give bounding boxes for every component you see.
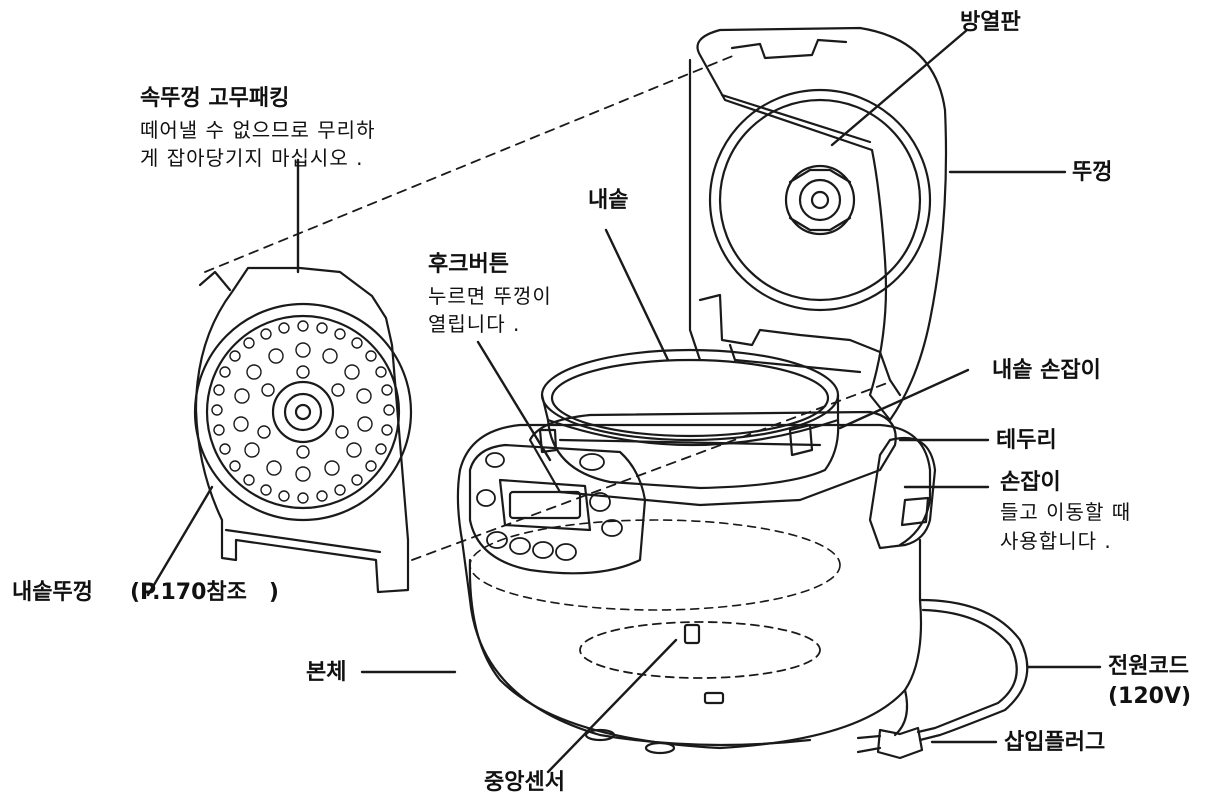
heat-plate-label: 방열판 xyxy=(960,10,1021,35)
control-buttons xyxy=(476,452,623,561)
inner-lid-gasket-desc-2: 게 잡아당기지 마십시오 . xyxy=(140,146,364,170)
handle-label: 손잡이 xyxy=(1000,470,1061,495)
inner-lid-illustration xyxy=(193,266,413,594)
inner-pot-label: 내솥 xyxy=(588,188,629,213)
hook-button-desc-2: 열립니다 . xyxy=(428,312,521,336)
inner-pot-handle-label: 내솥 손잡이 xyxy=(992,358,1101,383)
handle-desc-1: 들고 이동할 때 xyxy=(1000,500,1132,524)
inner-lid-ref: (P.170참조 ) xyxy=(130,580,279,605)
power-cord-voltage: (120V) xyxy=(1108,684,1192,709)
rim-label: 테두리 xyxy=(996,428,1057,453)
handle-desc-2: 사용합니다 . xyxy=(1000,529,1112,553)
power-cord-illustration xyxy=(856,598,1029,760)
plug-label: 삽입플러그 xyxy=(1004,730,1106,755)
inner-lid-gasket-label: 속뚜껑 고무패킹 xyxy=(140,86,290,111)
inner-lid-holes xyxy=(211,320,395,504)
center-sensor-label: 중앙센서 xyxy=(484,770,565,795)
lid-illustration xyxy=(688,26,948,422)
body-label: 본체 xyxy=(306,660,347,685)
inner-lid-label: 내솥뚜껑 xyxy=(12,580,93,605)
hook-button-desc-1: 누르면 뚜껑이 xyxy=(428,284,552,308)
leader-lines xyxy=(146,28,1102,774)
power-cord-label: 전원코드 xyxy=(1108,654,1189,679)
cooker-body-illustration xyxy=(456,410,937,755)
hook-button-label: 후크버튼 xyxy=(428,252,509,277)
inner-lid-gasket-desc-1: 떼어낼 수 없으므로 무리하 xyxy=(140,118,376,142)
lid-label: 뚜껑 xyxy=(1072,160,1113,185)
inner-pot-illustration xyxy=(538,348,840,490)
